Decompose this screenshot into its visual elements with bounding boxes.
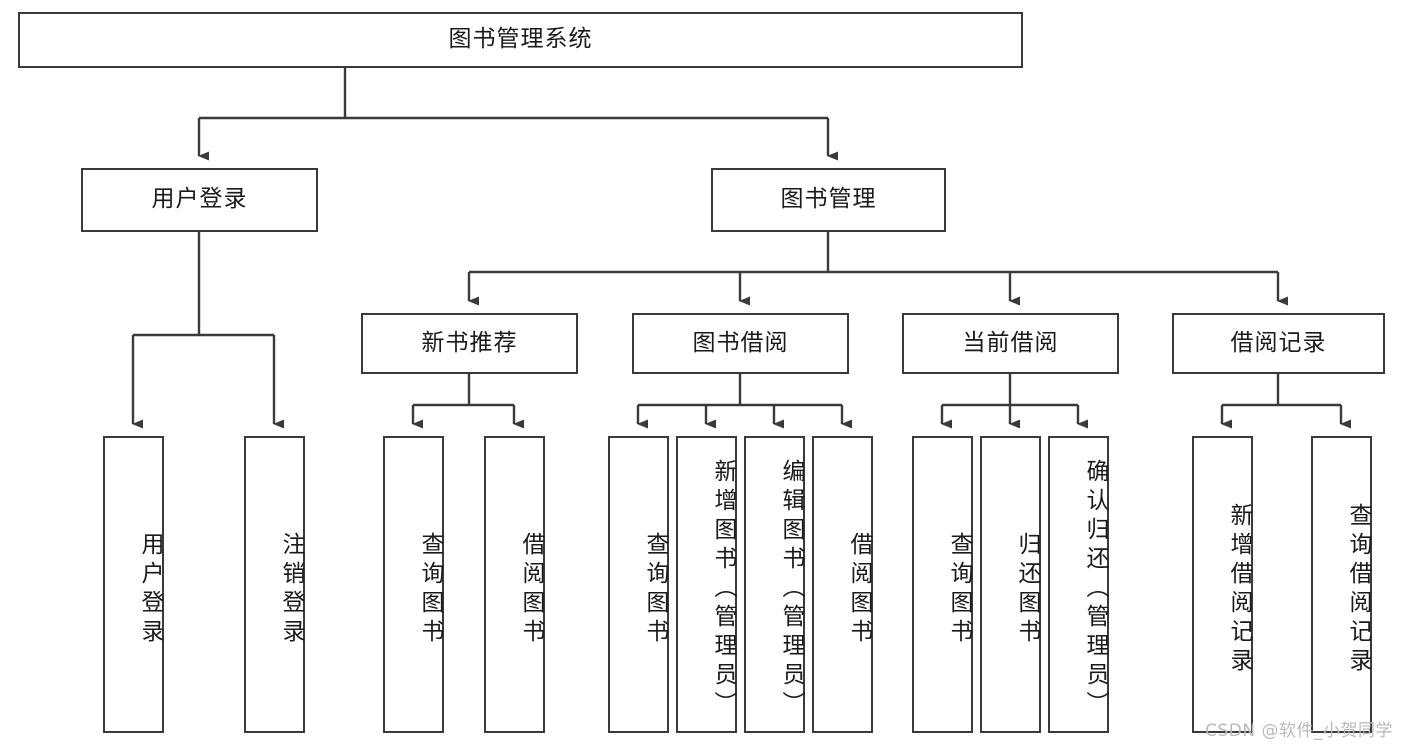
node-label: 用户登录 [151, 186, 248, 213]
leaf-add-book[interactable]: 新增图书（管理员） [676, 436, 737, 733]
node-label: 当前借阅 [962, 329, 1059, 356]
leaf-confirm-return[interactable]: 确认归还（管理员） [1048, 436, 1109, 733]
node-label: 查询图书 [417, 531, 443, 648]
node-current-borrow[interactable]: 当前借阅 [902, 313, 1119, 374]
node-label: 查询图书 [642, 531, 668, 648]
node-label: 新增图书（管理员） [710, 459, 736, 720]
leaf-query-book-3[interactable]: 查询图书 [912, 436, 973, 733]
watermark-text: CSDN @软件_小贺同学 [1205, 721, 1393, 741]
node-label: 借阅记录 [1230, 329, 1327, 356]
leaf-query-book-2[interactable]: 查询图书 [608, 436, 669, 733]
node-label: 归还图书 [1014, 531, 1040, 648]
node-label: 新书推荐 [421, 329, 518, 356]
node-label: 新增借阅记录 [1226, 502, 1252, 677]
leaf-return-book[interactable]: 归还图书 [980, 436, 1041, 733]
leaf-query-book-1[interactable]: 查询图书 [383, 436, 444, 733]
node-book-borrow[interactable]: 图书借阅 [632, 313, 849, 374]
node-label: 图书管理系统 [448, 26, 593, 53]
leaf-borrow-book-1[interactable]: 借阅图书 [484, 436, 545, 733]
leaf-query-record[interactable]: 查询借阅记录 [1311, 436, 1372, 733]
node-label: 编辑图书（管理员） [778, 459, 804, 720]
node-label: 查询图书 [946, 531, 972, 648]
leaf-add-record[interactable]: 新增借阅记录 [1192, 436, 1253, 733]
node-label: 借阅图书 [846, 531, 872, 648]
node-borrow-record[interactable]: 借阅记录 [1172, 313, 1385, 374]
node-book-manage[interactable]: 图书管理 [711, 168, 946, 232]
leaf-logout-login[interactable]: 注销登录 [244, 436, 305, 733]
node-label: 用户登录 [137, 531, 163, 648]
leaf-borrow-book-2[interactable]: 借阅图书 [812, 436, 873, 733]
node-label: 图书管理 [780, 186, 877, 213]
node-new-book-recommend[interactable]: 新书推荐 [361, 313, 578, 374]
node-label: 图书借阅 [692, 329, 789, 356]
node-user-login[interactable]: 用户登录 [81, 168, 318, 232]
node-label: 确认归还（管理员） [1082, 459, 1108, 720]
node-root-system[interactable]: 图书管理系统 [18, 12, 1023, 68]
node-label: 借阅图书 [518, 531, 544, 648]
node-label: 注销登录 [278, 531, 304, 648]
node-label: 查询借阅记录 [1345, 502, 1371, 677]
leaf-user-login[interactable]: 用户登录 [103, 436, 164, 733]
leaf-edit-book[interactable]: 编辑图书（管理员） [744, 436, 805, 733]
